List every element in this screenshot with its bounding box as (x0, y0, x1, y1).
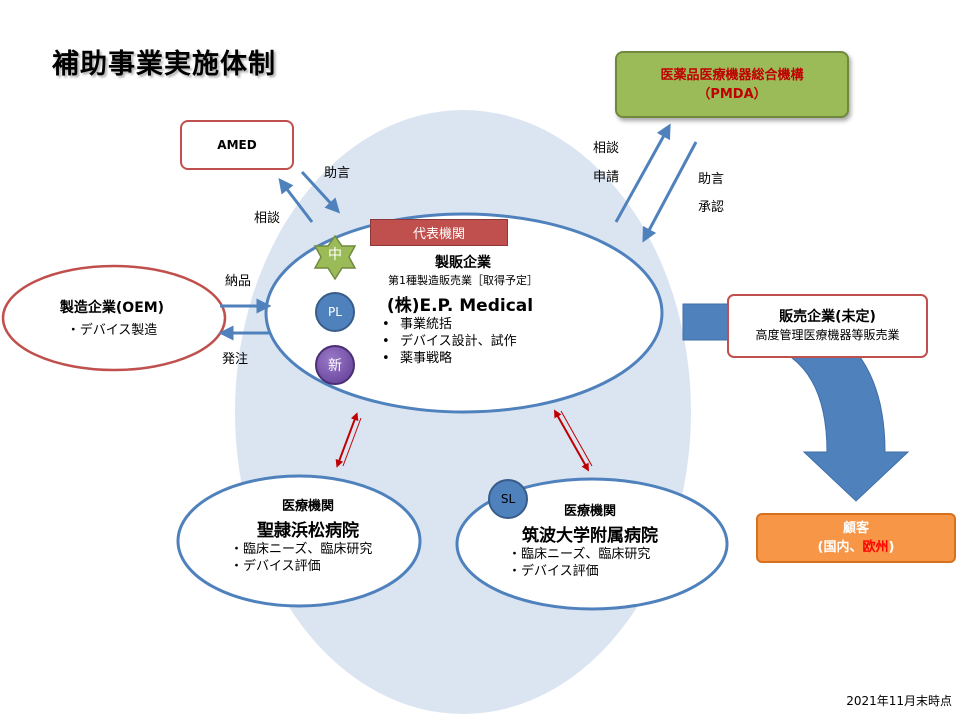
delivery-label: 納品 (225, 274, 252, 289)
manufacturer-role: 事業統括 (382, 316, 517, 333)
hospital-2-heading: 医療機関 (563, 504, 616, 519)
oem-text: 製造企業(OEM) ・デバイス製造 (22, 297, 202, 338)
hospital-2-item: ・臨床ニーズ、臨床研究 (508, 547, 651, 562)
hospital-1-item: ・臨床ニーズ、臨床研究 (230, 542, 373, 557)
arrow-to-pmda (614, 123, 671, 223)
sales-box: 販売企業(未定) 高度管理医療機器等販売業 (727, 294, 928, 358)
oem-ellipse (1, 264, 227, 372)
pmda-name: 医薬品医療機器総合機構 (660, 67, 804, 83)
amed-label: AMED (217, 138, 257, 152)
customer-region-europe: 欧州 (862, 540, 889, 555)
sales-license: 高度管理医療機器等販売業 (755, 328, 900, 342)
sl-badge: SL (488, 479, 528, 519)
customer-box: 顧客 (国内、欧州) (756, 513, 956, 563)
pmda-abbr: （PMDA） (697, 86, 767, 102)
sales-name: 販売企業(未定) (779, 309, 876, 325)
amed-box: AMED (180, 120, 294, 170)
pl-badge: PL (315, 292, 355, 332)
chu-badge-label: 中 (328, 247, 342, 263)
manufacturer-role: デバイス設計、試作 (382, 333, 517, 350)
amed-advice-label: 助言 (324, 166, 351, 181)
amed-consult-label: 相談 (254, 211, 281, 226)
page-title: 補助事業実施体制 (52, 49, 276, 80)
hospital-1: 医療機関 聖隷浜松病院 ・臨床ニーズ、臨床研究 ・デバイス評価 (188, 495, 428, 575)
arrow-from-pmda (642, 141, 698, 243)
pmda-apply-label: 申請 (593, 170, 620, 185)
arrow-from-amed (300, 170, 341, 214)
customer-name: 顧客 (842, 521, 869, 536)
chu-star-icon (313, 234, 357, 281)
pmda-approval-label: 承認 (698, 200, 725, 215)
hospital-1-ellipse (176, 474, 422, 608)
arrow-to-amed (278, 178, 314, 223)
shin-badge: 新 (315, 345, 355, 385)
manufacturer-role: 薬事戦略 (382, 350, 517, 367)
pmda-box: 医薬品医療機器総合機構 （PMDA） (615, 51, 849, 118)
oem-name: 製造企業(OEM) (59, 300, 165, 316)
oem-item: ・デバイス製造 (66, 323, 158, 338)
manufacturer-roles: 事業統括 デバイス設計、試作 薬事戦略 (382, 316, 517, 367)
order-label: 発注 (222, 352, 249, 367)
hospital-1-heading: 医療機関 (281, 499, 334, 514)
hospital-2-name: 筑波大学附属病院 (522, 526, 658, 546)
arrow-hospital-2 (554, 409, 593, 472)
as-of-date: 2021年11月末時点 (846, 694, 952, 708)
manufacturer-header: 製販企業 第1種製造販売業［取得予定］ (380, 252, 546, 288)
manufacturer-heading: 製販企業 (435, 255, 491, 271)
hospital-2: 医療機関 筑波大学附属病院 ・臨床ニーズ、臨床研究 ・デバイス評価 (470, 500, 710, 580)
manufacturer-name: (株)E.P. Medical (386, 296, 534, 316)
hospital-1-item: ・デバイス評価 (230, 559, 321, 574)
hospital-1-name: 聖隷浜松病院 (257, 521, 359, 541)
pmda-advice-label: 助言 (698, 172, 725, 187)
hospital-2-item: ・デバイス評価 (508, 564, 599, 579)
hospital-2-ellipse (455, 477, 729, 611)
customer-region: (国内、欧州) (817, 540, 895, 555)
arrow-hospital-1 (335, 412, 362, 468)
representative-badge: 代表機関 (370, 219, 508, 246)
pmda-consult-label: 相談 (593, 141, 620, 156)
manufacturer-subheading: 第1種製造販売業［取得予定］ (388, 274, 538, 287)
